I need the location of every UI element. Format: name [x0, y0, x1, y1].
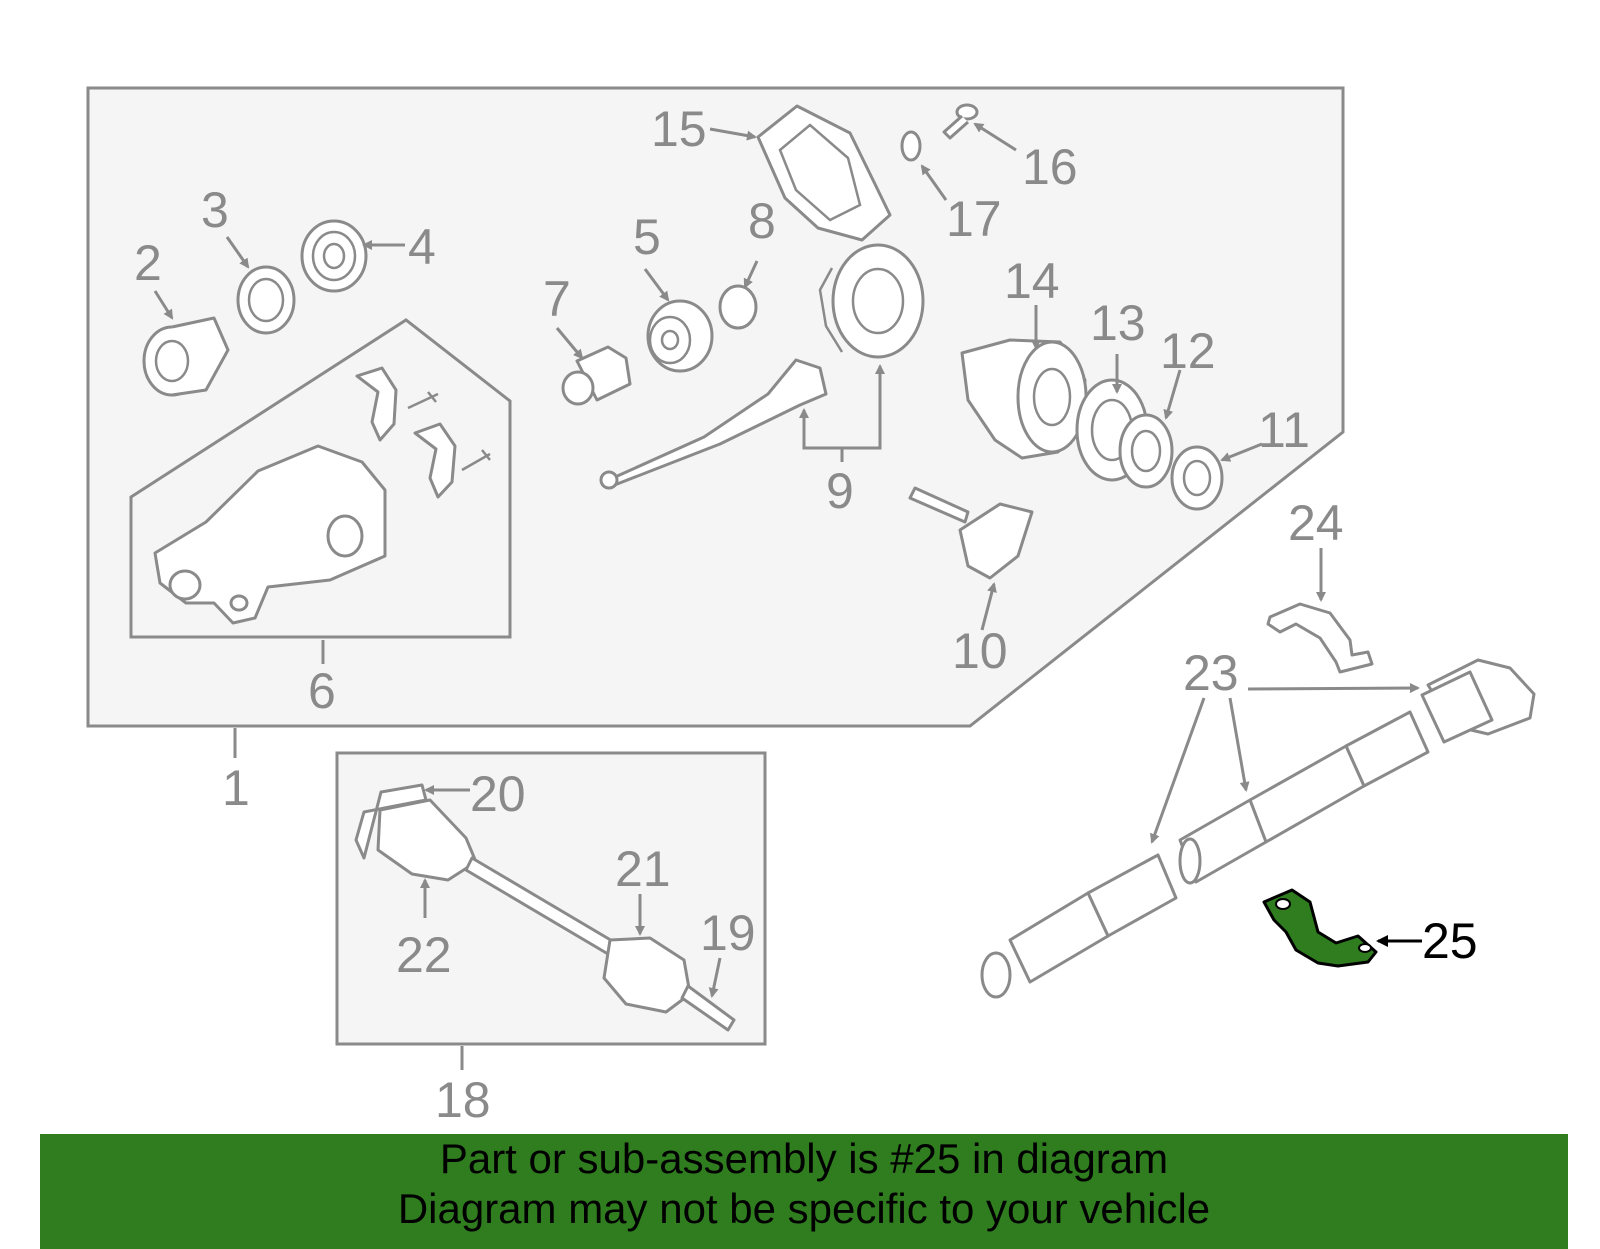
callout-16: 16	[1022, 139, 1078, 195]
part-8-drawing	[718, 284, 758, 330]
callout-3: 3	[201, 182, 229, 238]
part-15-drawing	[756, 104, 892, 242]
callout-6: 6	[308, 663, 336, 719]
callout-12: 12	[1160, 323, 1216, 379]
part-12-drawing	[1118, 413, 1174, 489]
callout-17: 17	[946, 191, 1002, 247]
callout-1: 1	[222, 760, 250, 816]
callout-24: 24	[1288, 495, 1344, 551]
callout-19: 19	[700, 905, 756, 961]
part-25-bolt-hole-icon	[1275, 898, 1291, 910]
part-11-drawing	[1170, 445, 1224, 511]
callout-13: 13	[1090, 295, 1146, 351]
callout-21: 21	[615, 841, 671, 897]
callout-10: 10	[952, 623, 1008, 679]
callout-20: 20	[470, 766, 526, 822]
part-3-drawing	[236, 265, 296, 335]
part-24-drawing	[1266, 602, 1374, 674]
part-14-drawing	[960, 338, 1088, 460]
part-23-drawing	[980, 658, 1536, 999]
part-5-drawing	[646, 299, 714, 373]
callout-2: 2	[134, 235, 162, 291]
part-17-drawing	[900, 130, 922, 162]
callout-15: 15	[651, 101, 707, 157]
callout-9: 9	[826, 463, 854, 519]
part-2-drawing	[142, 316, 230, 397]
banner-line-2: Diagram may not be specific to your vehi…	[397, 1185, 1211, 1232]
part-4-drawing	[300, 219, 368, 293]
callout-8: 8	[748, 193, 776, 249]
part-7-drawing	[561, 345, 632, 406]
callout-4: 4	[408, 219, 436, 275]
callout-7: 7	[543, 271, 571, 327]
callout-22: 22	[396, 927, 452, 983]
callout-14: 14	[1004, 253, 1060, 309]
callout-labels: 1 2 3 4 5 6 7 8 9 10 11 12 13 14 15 16 1…	[134, 101, 1478, 1128]
part-18-drawing	[354, 783, 736, 1032]
part-10-drawing	[908, 486, 1034, 580]
callout-5: 5	[633, 209, 661, 265]
info-banner: Part or sub-assembly is #25 in diagram D…	[40, 1134, 1568, 1249]
part-6-drawing	[153, 366, 491, 625]
callout-11: 11	[1258, 402, 1310, 458]
callout-18: 18	[435, 1072, 491, 1128]
part-16-drawing	[942, 103, 979, 140]
banner-line-1: Part or sub-assembly is #25 in diagram	[439, 1135, 1169, 1182]
part-25-bolt-hole-icon	[1358, 943, 1372, 953]
part-9-drawing	[599, 243, 925, 490]
callout-25: 25	[1422, 913, 1478, 969]
callout-23: 23	[1183, 645, 1239, 701]
part-25-highlighted-bracket[interactable]	[1262, 888, 1378, 968]
leader-lines	[153, 122, 1422, 1070]
